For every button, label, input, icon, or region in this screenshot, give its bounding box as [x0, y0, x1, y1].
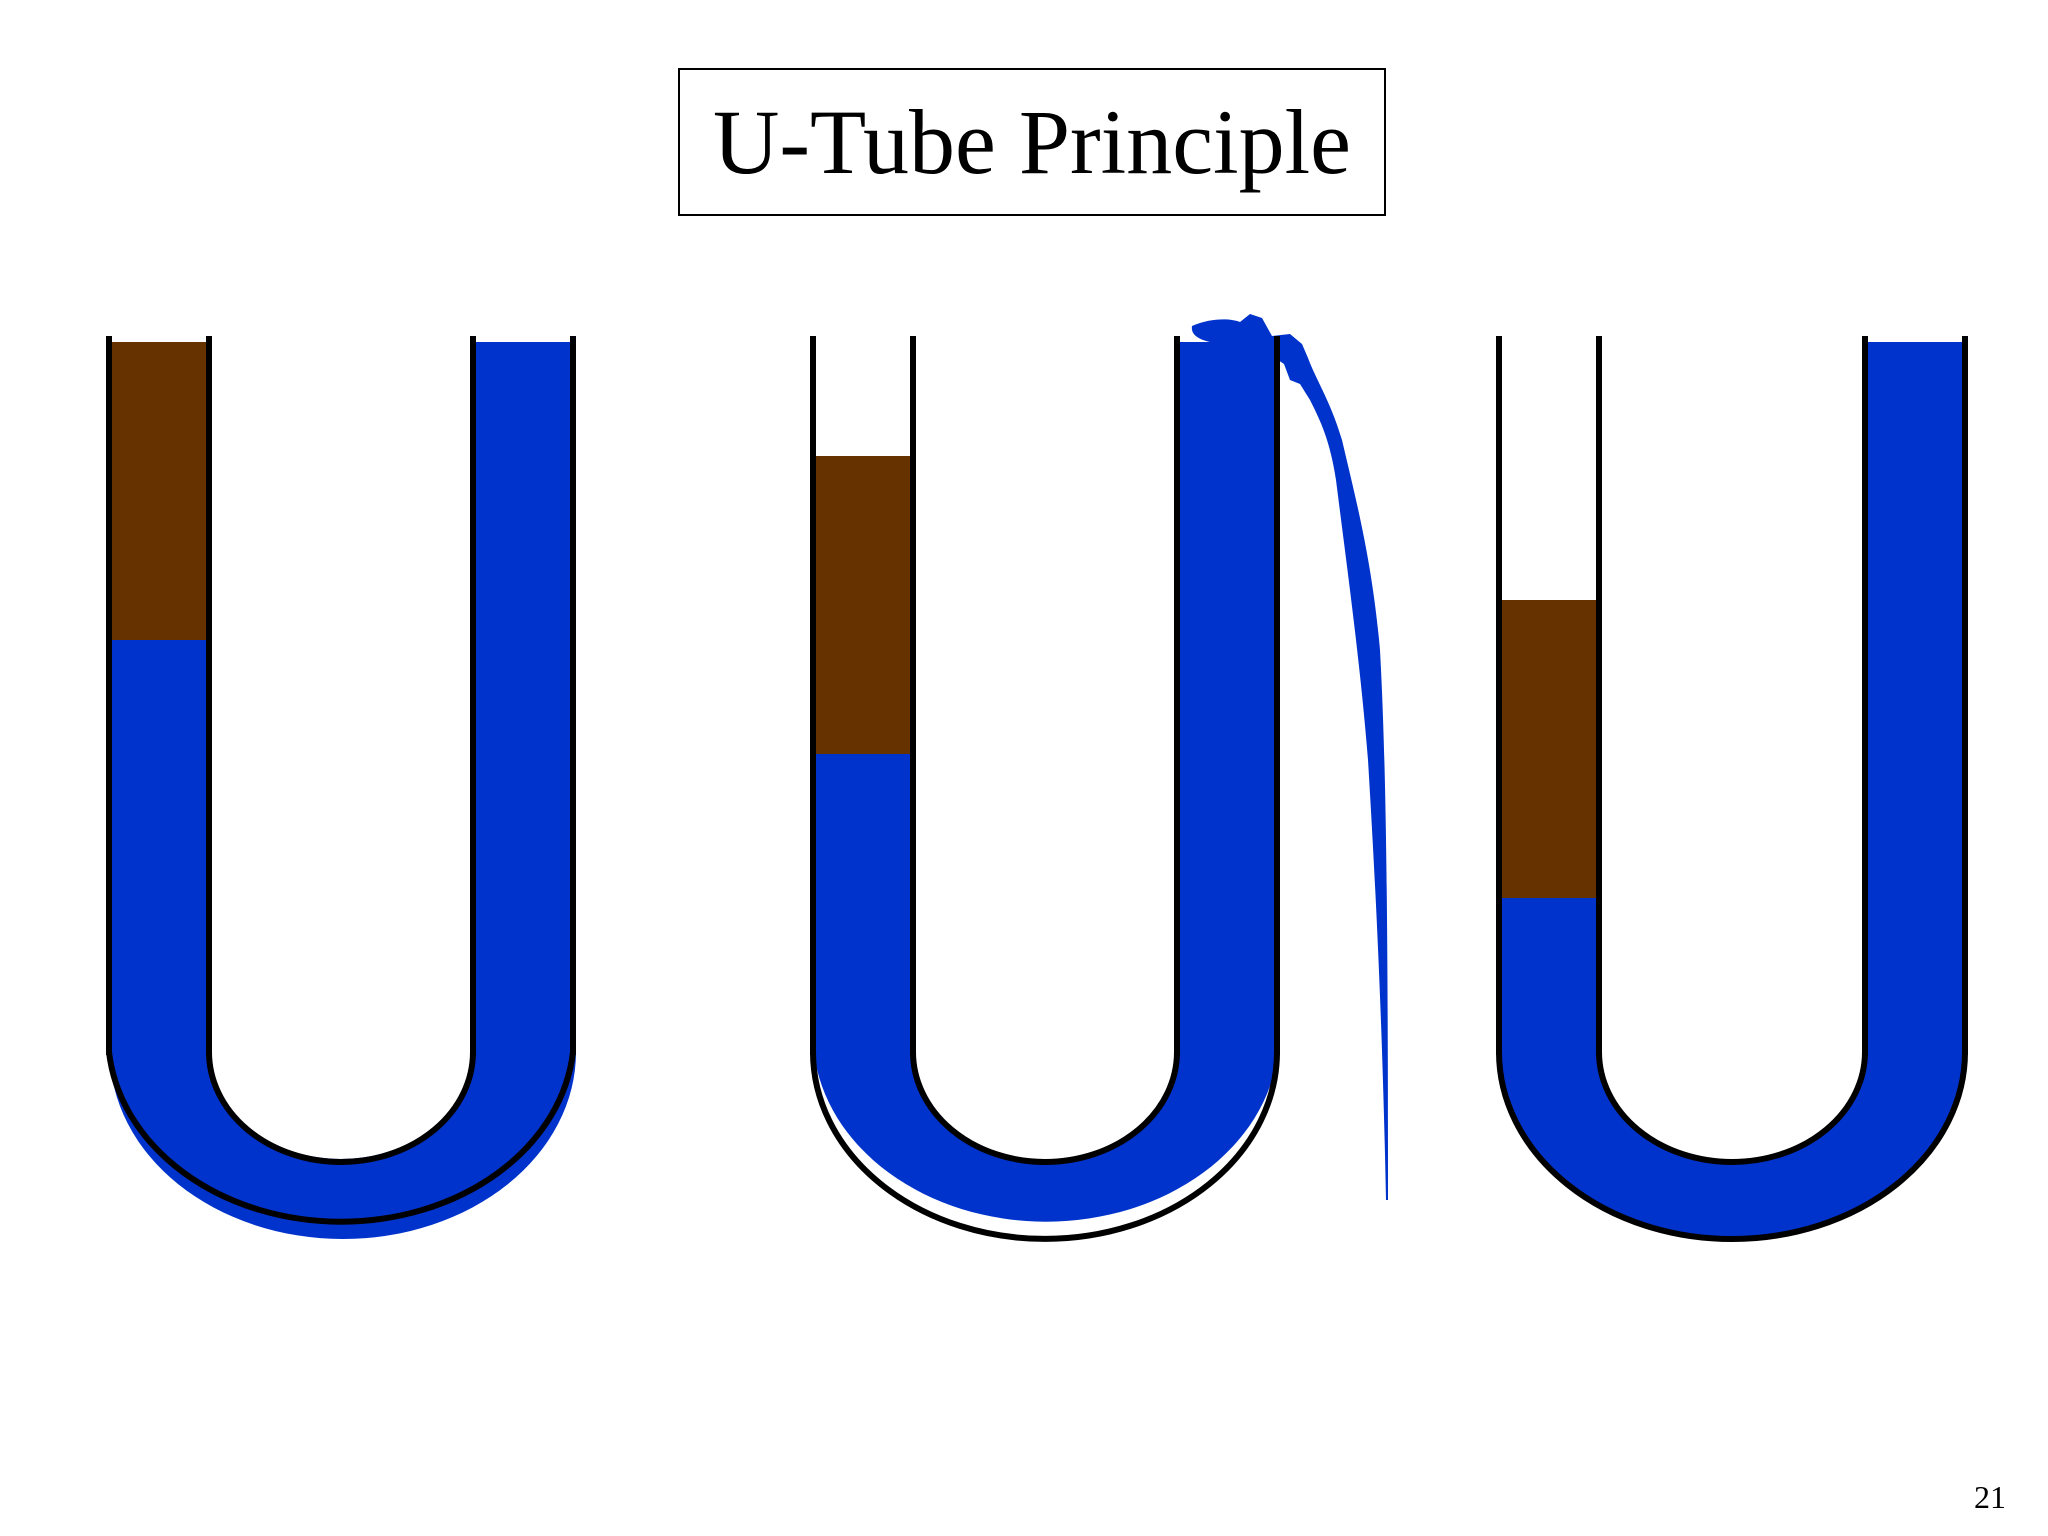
tube-2-left-water [814, 754, 914, 1053]
tube-1-left-mud [110, 342, 210, 640]
tube-1-right-water [476, 342, 576, 1053]
tube-3-bend-water [1500, 1052, 1966, 1239]
tube-2-left-mud [814, 456, 914, 754]
tube-3-left-mud [1500, 600, 1600, 898]
tube-2-walls [810, 336, 1280, 1242]
u-tube-3 [1496, 336, 1968, 1242]
tube-1-walls [106, 336, 576, 1225]
page-number: 21 [1974, 1479, 2006, 1515]
tube-3-right-water [1866, 342, 1966, 1053]
tube-3-walls [1496, 336, 1968, 1242]
u-tube-2 [810, 314, 1388, 1242]
tube-1-bend-water [110, 1052, 576, 1239]
u-tube-1 [106, 336, 576, 1239]
tube-1-left-water [110, 640, 210, 1053]
slide-title: U-Tube Principle [678, 68, 1386, 216]
tube-2-right-water [1178, 342, 1278, 1053]
tube-2-bend-water [814, 1052, 1278, 1222]
tube-3-left-water [1500, 898, 1600, 1053]
